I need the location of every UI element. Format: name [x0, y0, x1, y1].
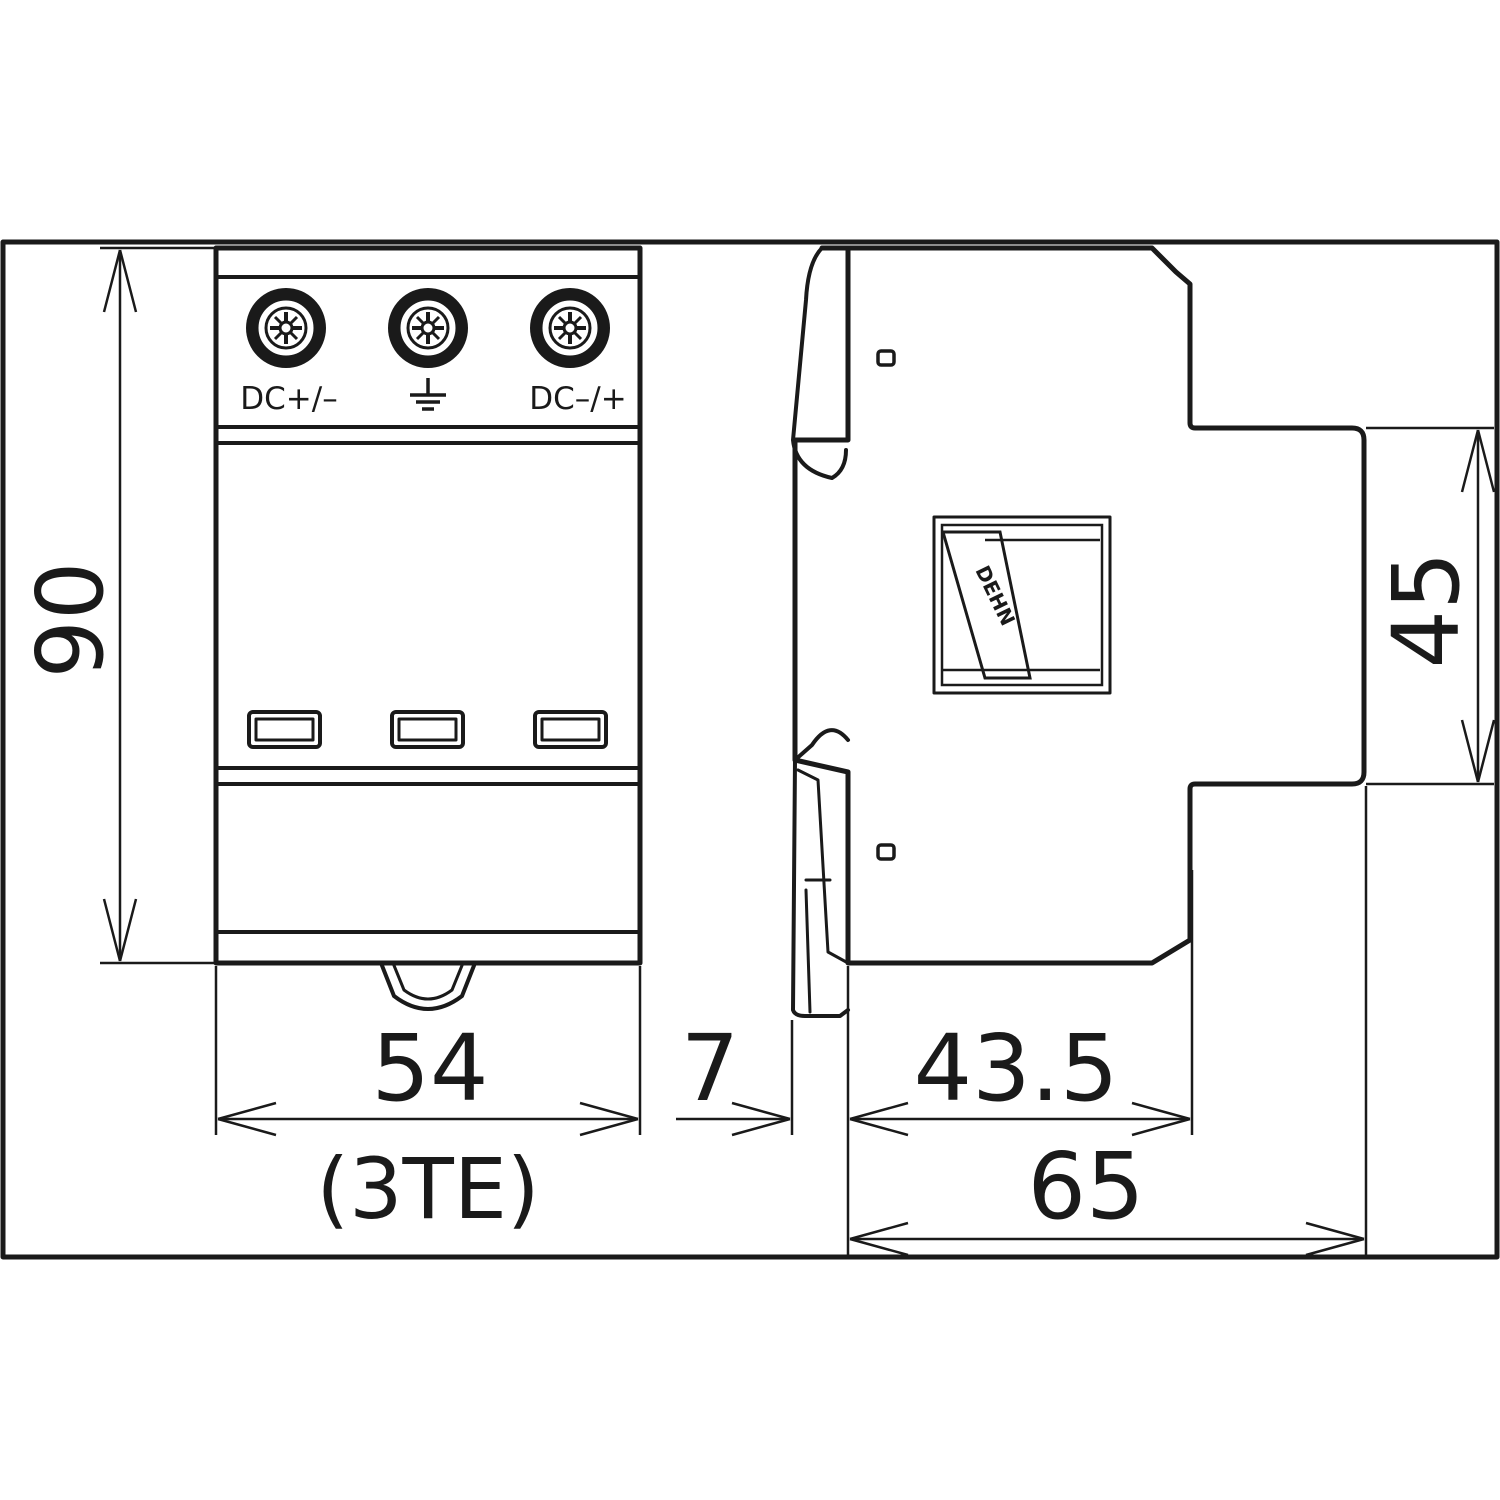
dimension-rail-offset: 7	[676, 966, 850, 1255]
terminal-screw-icon	[530, 288, 610, 368]
dimension-width: 54 (3TE)	[214, 966, 642, 1238]
side-rail-clip	[791, 728, 850, 1018]
terminal-screw-icon	[388, 288, 468, 368]
dimension-width-value: 54	[371, 1015, 488, 1122]
din-rail-clip-inner	[391, 961, 465, 1001]
terminal-label-dc-minus: DC–/+	[529, 381, 626, 417]
front-view: DC+/– DC–/+	[213, 245, 643, 1011]
terminal-screw-icon	[246, 288, 326, 368]
dimension-depth-body: 43.5	[849, 870, 1194, 1137]
side-mark-lower	[876, 843, 896, 861]
dimension-depth-body-value: 43.5	[914, 1015, 1119, 1122]
ground-symbol-icon	[410, 378, 446, 411]
status-window	[247, 710, 322, 749]
status-window	[533, 710, 608, 749]
terminal-label-dc-plus: DC+/–	[240, 381, 337, 417]
side-top-latch	[791, 246, 848, 480]
dimension-front-height-value: 45	[1373, 551, 1480, 668]
din-rail-clip	[379, 961, 477, 1011]
drawing-frame	[0, 239, 1500, 1260]
logo-plate: DEHN	[932, 515, 1112, 695]
side-view: DEHN	[791, 245, 1367, 1018]
dimension-rail-offset-value: 7	[681, 1015, 740, 1122]
dehn-logo-icon	[941, 530, 1032, 680]
dimension-width-note: (3TE)	[316, 1140, 539, 1238]
dimension-height-value: 90	[17, 561, 124, 678]
status-window	[390, 710, 465, 749]
side-rail-clip-inner	[796, 768, 850, 1014]
side-mark-upper	[876, 349, 896, 367]
dimension-front-height: 45	[1366, 426, 1496, 786]
side-body-outline	[792, 245, 1367, 966]
dimension-height: 90	[17, 246, 214, 965]
dimension-depth-total: 65	[849, 786, 1368, 1257]
dimension-depth-total-value: 65	[1027, 1133, 1144, 1240]
